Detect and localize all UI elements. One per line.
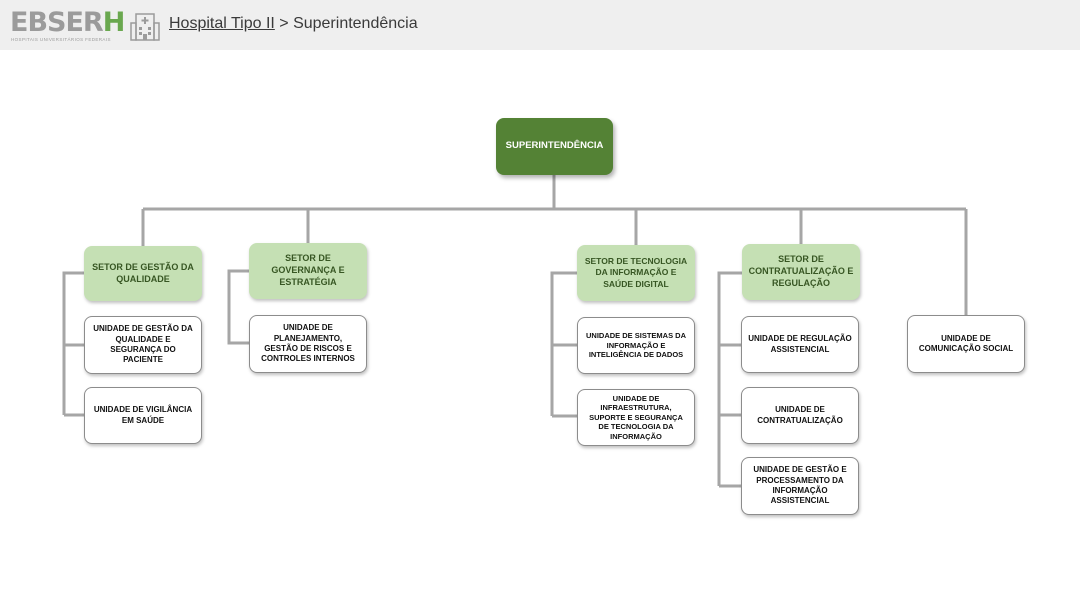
breadcrumb-separator: > [274, 15, 294, 32]
node-unidade-regulacao-assistencial[interactable]: UNIDADE DE REGULAÇÃO ASSISTENCIAL [741, 316, 859, 373]
logo-wordmark: EBSERH [10, 7, 125, 38]
breadcrumb: Hospital Tipo II > Superintendência [169, 15, 418, 33]
connector-qualidade-branch [62, 271, 85, 417]
node-unidade-contratualizacao[interactable]: UNIDADE DE CONTRATUALIZAÇÃO [741, 387, 859, 444]
node-unidade-infraestrutura[interactable]: UNIDADE DE INFRAESTRUTURA, SUPORTE E SEG… [577, 389, 695, 446]
breadcrumb-link-hospital[interactable]: Hospital Tipo II [169, 15, 275, 32]
connector-contratualizacao-branch [717, 271, 742, 488]
node-setor-governanca-estrategia[interactable]: SETOR DE GOVERNANÇA E ESTRATÉGIA [249, 243, 367, 299]
node-setor-contratualizacao-regulacao[interactable]: SETOR DE CONTRATUALIZAÇÃO E REGULAÇÃO [742, 244, 860, 300]
node-unidade-vigilancia-saude[interactable]: UNIDADE DE VIGILÂNCIA EM SAÚDE [84, 387, 202, 444]
logo-subtitle: HOSPITAIS UNIVERSITÁRIOS FEDERAIS [11, 37, 111, 42]
page-header: EBSERH HOSPITAIS UNIVERSITÁRIOS FEDERAIS… [0, 0, 1080, 50]
node-setor-tecnologia-informacao[interactable]: SETOR DE TECNOLOGIA DA INFORMAÇÃO E SAÚD… [577, 245, 695, 301]
hospital-icon [130, 13, 160, 41]
breadcrumb-current: Superintendência [293, 15, 418, 32]
ebserh-logo[interactable]: EBSERH HOSPITAIS UNIVERSITÁRIOS FEDERAIS [10, 7, 125, 44]
connector-governanca-branch [227, 269, 249, 345]
node-unidade-sistemas-informacao[interactable]: UNIDADE DE SISTEMAS DA INFORMAÇÃO E INTE… [577, 317, 695, 374]
connector-ti-branch [550, 271, 577, 418]
node-unidade-planejamento[interactable]: UNIDADE DE PLANEJAMENTO, GESTÃO DE RISCO… [249, 315, 367, 373]
node-unidade-processamento-informacao[interactable]: UNIDADE DE GESTÃO E PROCESSAMENTO DA INF… [741, 457, 859, 515]
node-unidade-comunicacao-social[interactable]: UNIDADE DE COMUNICAÇÃO SOCIAL [907, 315, 1025, 373]
node-superintendencia[interactable]: SUPERINTENDÊNCIA [496, 118, 613, 175]
node-setor-gestao-qualidade[interactable]: SETOR DE GESTÃO DA QUALIDADE [84, 246, 202, 301]
node-unidade-gestao-qualidade[interactable]: UNIDADE DE GESTÃO DA QUALIDADE E SEGURAN… [84, 316, 202, 374]
